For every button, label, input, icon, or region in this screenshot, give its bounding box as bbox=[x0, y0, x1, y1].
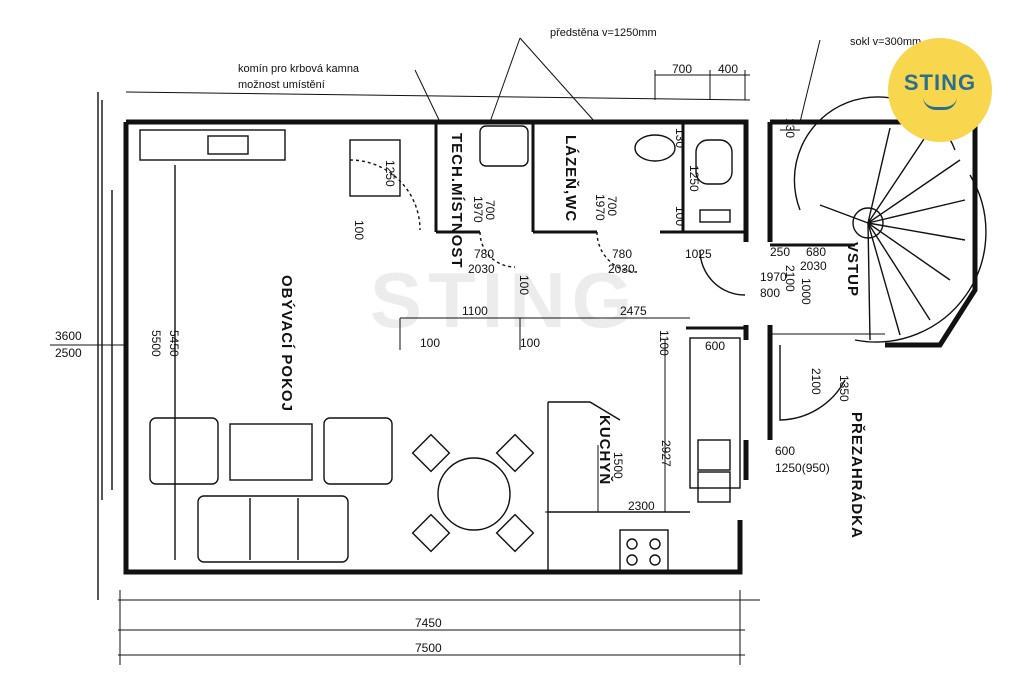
dim-780-b: 780 bbox=[612, 247, 632, 261]
note-komin-line2: možnost umístění bbox=[238, 79, 325, 91]
smile-icon bbox=[923, 97, 957, 110]
logo-text: STING bbox=[903, 70, 977, 95]
dim-100-a: 100 bbox=[352, 220, 366, 240]
dim-2100-b: 2100 bbox=[809, 368, 823, 395]
dim-2030-c: 2030 bbox=[800, 259, 827, 273]
watermark: STING bbox=[370, 256, 639, 344]
dim-2927: 2927 bbox=[659, 440, 673, 467]
sting-logo[interactable]: STING bbox=[888, 38, 992, 142]
dim-700-c: 700 bbox=[605, 196, 619, 216]
dim-2300: 2300 bbox=[628, 499, 655, 513]
dim-7450: 7450 bbox=[415, 616, 442, 630]
outer-walls bbox=[123, 119, 978, 575]
room-obyvaci-pokoj: OBÝVACÍ POKOJ bbox=[278, 275, 296, 412]
room-kuchyn: KUCHYŇ bbox=[596, 415, 614, 485]
dim-3600: 3600 bbox=[55, 329, 82, 343]
dim-130-b: 130 bbox=[783, 118, 797, 138]
dim-1970-c: 1970 bbox=[760, 270, 787, 284]
dim-5500: 5500 bbox=[149, 330, 163, 357]
note-sokl: sokl v=300mm bbox=[850, 36, 921, 48]
dim-5450: 5450 bbox=[167, 330, 181, 357]
dim-1350: 1350 bbox=[837, 375, 851, 402]
dim-700-b: 700 bbox=[483, 200, 497, 220]
dim-2100-a: 2100 bbox=[783, 265, 797, 292]
dim-1970-b: 1970 bbox=[593, 194, 607, 221]
dim-100-d: 100 bbox=[520, 336, 540, 350]
dim-100-b: 100 bbox=[673, 206, 687, 226]
dim-600-b: 600 bbox=[775, 444, 795, 458]
dim-700-top: 700 bbox=[672, 62, 692, 76]
dim-1100-b: 1100 bbox=[657, 330, 671, 356]
dim-800: 800 bbox=[760, 286, 780, 300]
dim-400-top: 400 bbox=[718, 62, 738, 76]
room-tech-mistnost: TECH.MÍSTNOST bbox=[448, 133, 465, 269]
dim-2475: 2475 bbox=[620, 304, 647, 318]
dim-780-a: 780 bbox=[474, 247, 494, 261]
dim-1250-a: 1250 bbox=[383, 160, 397, 187]
dim-680: 680 bbox=[806, 245, 826, 259]
furniture bbox=[97, 92, 987, 600]
room-prezahradka: PŘEZAHRÁDKA bbox=[848, 412, 866, 539]
dim-250: 250 bbox=[770, 245, 790, 259]
dim-100-e: 100 bbox=[517, 275, 531, 295]
dim-1025: 1025 bbox=[685, 247, 712, 261]
dim-1100-a: 1100 bbox=[462, 304, 488, 318]
dim-600-a: 600 bbox=[705, 339, 725, 353]
dim-1250-950: 1250(950) bbox=[775, 461, 830, 475]
room-vstup: VSTUP bbox=[844, 242, 861, 297]
dim-100-c: 100 bbox=[420, 336, 440, 350]
dimension-lines bbox=[50, 37, 885, 665]
note-predstena: předstěna v=1250mm bbox=[550, 27, 657, 39]
room-lazen-wc: LÁZEŇ,WC bbox=[562, 135, 580, 222]
dim-130-a: 130 bbox=[673, 128, 687, 148]
dim-2030-b: 2030 bbox=[608, 262, 635, 276]
note-komin-line1: komín pro krbová kamna bbox=[238, 63, 360, 75]
dim-1970-a: 1970 bbox=[471, 196, 485, 223]
dim-1250-b: 1250 bbox=[687, 165, 701, 192]
partitions bbox=[434, 122, 855, 330]
dim-2500: 2500 bbox=[55, 346, 82, 360]
dim-1000: 1000 bbox=[799, 278, 813, 305]
dim-7500: 7500 bbox=[415, 641, 442, 655]
dim-2030-a: 2030 bbox=[468, 262, 495, 276]
dim-1500: 1500 bbox=[611, 452, 625, 479]
